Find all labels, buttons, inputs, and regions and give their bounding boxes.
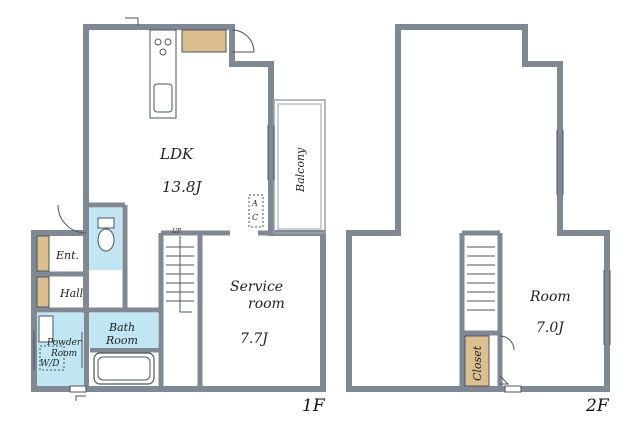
balcony-label: Balcony: [294, 147, 307, 193]
storage-1f: [181, 29, 227, 53]
ac-label-a: A: [251, 199, 258, 208]
floor-2: Room 7.0J Closet 2F: [346, 24, 611, 416]
ac-label-c: C: [252, 213, 258, 222]
floor-1-label: 1F: [302, 396, 326, 416]
washbasin-icon: [38, 315, 54, 343]
ldk-size: 13.8J: [162, 178, 202, 196]
inner-walls-2f: [459, 230, 503, 389]
closet-2f: [464, 335, 490, 387]
inner-walls-1f: [34, 202, 271, 389]
floor-2-label: 2F: [585, 396, 610, 416]
stairs-1f: [166, 236, 194, 313]
service-room-size: 7.7J: [240, 331, 269, 347]
toilet-icon: [97, 228, 115, 252]
window-2f-bottom: [504, 385, 522, 393]
up-label: UP: [172, 228, 182, 235]
windows-2f: [556, 130, 611, 345]
wd-label: W/D: [40, 359, 60, 369]
front-door: [69, 385, 87, 393]
service-room-label-2: room: [248, 296, 285, 312]
hall-label: Hall: [59, 287, 84, 300]
bath-room-label: Bath: [108, 321, 135, 334]
doors-1f: [57, 17, 255, 401]
doors-2f: [499, 335, 515, 385]
bath-room-area: [89, 313, 158, 348]
floor-1: LDK 13.8J Balcony A C UP Service room 7.…: [31, 17, 326, 416]
room-2f-label: Room: [529, 289, 571, 305]
entrance-label: Ent.: [55, 249, 79, 262]
shoe-storage-2: [36, 276, 50, 308]
bathtub-icon: [93, 352, 155, 385]
room-2f-size: 7.0J: [536, 320, 565, 336]
ac-unit: [248, 194, 264, 228]
service-room-label: Service: [230, 279, 283, 295]
ldk-label: LDK: [159, 145, 194, 163]
stairs-2f: [467, 246, 495, 311]
powder-room-label-2: Room: [50, 349, 77, 359]
bath-room-label-2: Room: [105, 334, 138, 347]
sink-icon: [153, 83, 173, 113]
closet-label: Closet: [471, 345, 484, 381]
powder-room-label: Powder: [46, 338, 82, 348]
shoe-storage-1: [36, 235, 50, 272]
stove-icon: [154, 38, 172, 56]
washer-dryer-space: [39, 345, 65, 371]
outer-wall-2f: [346, 24, 610, 392]
windows-1f: [33, 125, 275, 370]
